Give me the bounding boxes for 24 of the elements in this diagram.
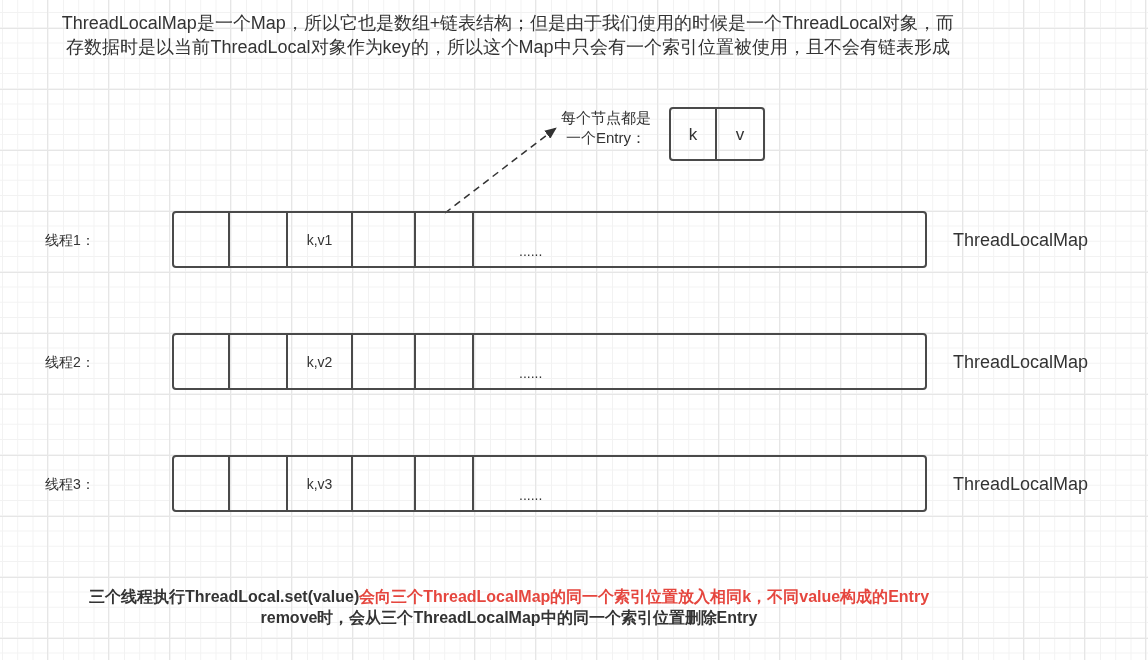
map-name-label: ThreadLocalMap [953,472,1089,496]
thread-label: 线程2： [45,352,95,372]
slot-text: ...... [519,364,543,382]
array-bar [172,211,927,268]
entry-field-text: k [688,123,698,145]
title-text: ThreadLocalMap是一个Map，所以它也是数组+链表结构；但是由于我们使用的时候是一个ThreadLocal对象，而存数据时是以当前ThreadLocal对象作为key的，所以这个Map中只会有一个索引位置被使用，且不会有链表形成 [60,12,956,59]
slot-text: k,v3 [306,474,333,493]
note-text: 三个线程执行ThreadLocal.set(value) [88,588,360,605]
slot-text: k,v1 [306,230,333,249]
callout-text: 每个节点都是一个Entry： [556,107,656,149]
slot-text: ...... [519,486,543,504]
map-name-label: ThreadLocalMap [953,350,1089,374]
entry-field-text: v [735,123,745,145]
slot-text: ...... [519,242,543,260]
slot-text: k,v2 [306,352,333,371]
map-name-label: ThreadLocalMap [953,228,1089,252]
array-bar [172,333,927,390]
dashed-arrow [444,127,557,214]
array-bar [172,455,927,512]
note-text: remove时，会从三个ThreadLocalMap中的同一个索引位置删除Entry [260,609,758,626]
entry-box [669,107,765,161]
thread-label: 线程3： [45,474,95,494]
thread-label: 线程1： [45,230,95,250]
highlight-text: 会向三个ThreadLocalMap的同一个索引位置放入相同k，不同value构成的Entry [359,588,930,605]
